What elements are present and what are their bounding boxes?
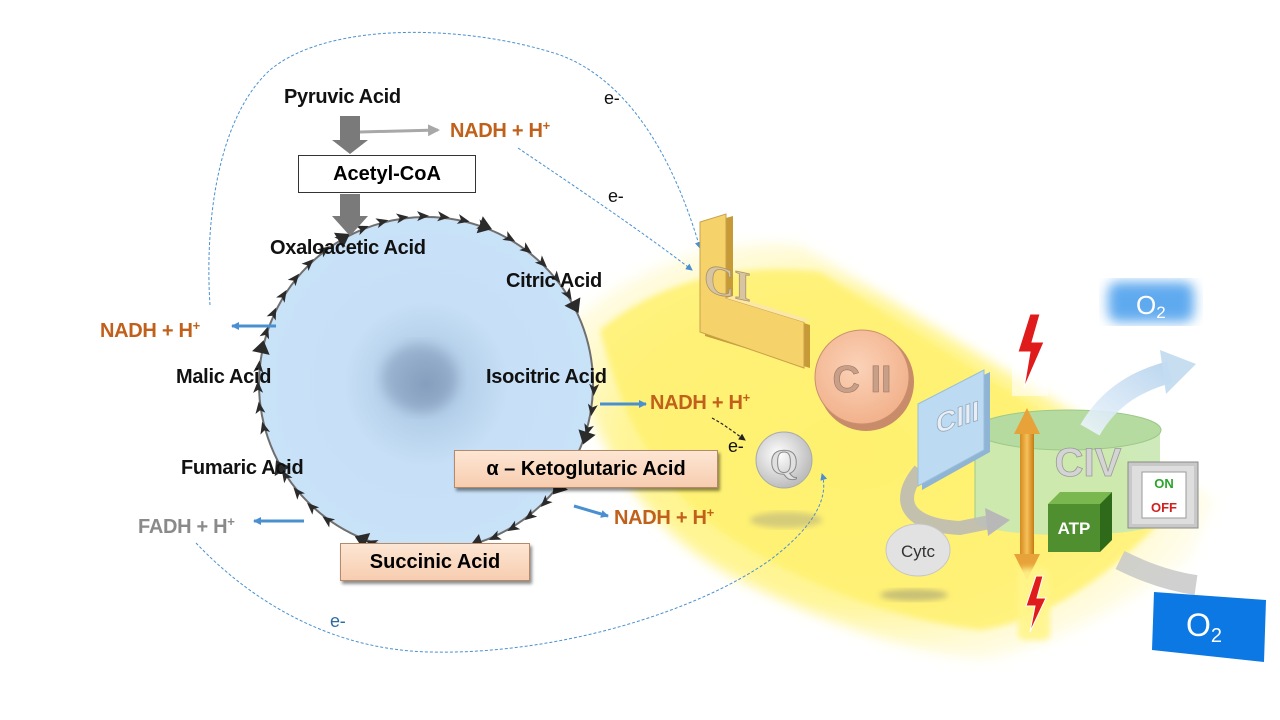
acetyl-coa-box: Acetyl-CoA [298, 155, 476, 193]
electron-label-top: e- [604, 88, 620, 108]
cycle-chevron [561, 287, 572, 301]
atp-label: ATP [1058, 519, 1091, 538]
cycle-chevron [502, 231, 516, 242]
complex-iv-label: CIV [1055, 441, 1122, 485]
cycle-chevron [534, 255, 548, 268]
electron-paths [195, 31, 828, 653]
q-label: Q [770, 442, 798, 482]
complex-ii: C II [814, 329, 914, 431]
oxygen-top: O2 [1108, 282, 1194, 322]
cycle-chevron [540, 495, 553, 508]
cycle-chevron [276, 289, 287, 303]
cycle-chevron [395, 213, 409, 224]
nadh-release-arrows [231, 322, 647, 525]
membrane-band [560, 242, 1215, 660]
cycle-chevron [322, 516, 336, 528]
cytc-label: Cytc [901, 542, 936, 561]
cycle-chevron [507, 520, 521, 532]
cycle-chevron [587, 403, 598, 417]
succinic-acid-label: Succinic Acid [369, 550, 501, 573]
complex-iii-label: CIII [936, 395, 980, 440]
cycle-chevron [253, 360, 264, 373]
oxygen-arrows [1080, 350, 1198, 595]
cycle-chevron [307, 502, 320, 515]
pyruvic-acid-label: Pyruvic Acid [284, 86, 401, 108]
complex-ii-label: C II [832, 359, 891, 401]
cycle-chevron [293, 487, 305, 500]
cycle-chevron [287, 273, 300, 287]
cycle-chevron [259, 326, 270, 340]
cycle-arrowhead [354, 532, 371, 550]
cycle-arrows [252, 211, 600, 557]
cycle-chevron [253, 380, 264, 393]
cycle-chevron [488, 530, 502, 540]
cycle-chevron [456, 214, 470, 224]
nadh-label-malate: NADH + H+ [100, 318, 200, 342]
cycle-chevron [317, 246, 330, 258]
cycle-chevron [301, 259, 314, 271]
cycle-arrowhead [578, 429, 596, 445]
cycle-chevron [519, 242, 532, 254]
cycle-chevron [548, 270, 561, 283]
complex-i: CI [699, 213, 810, 369]
cycle-arrowhead [252, 340, 270, 355]
switch-on-label: ON [1154, 476, 1174, 491]
lightning-top-icon [1012, 312, 1048, 396]
proton-double-arrow [1014, 408, 1040, 580]
oxygen-top-label: O2 [1136, 290, 1166, 322]
cycle-chevron [355, 225, 369, 236]
pyruvate-arrows [332, 116, 440, 236]
malic-acid-label: Malic Acid [176, 366, 272, 388]
fadh-label-succinate: FADH + H+ [138, 514, 235, 538]
ketoglutaric-acid-box: α – Ketoglutaric Acid [454, 450, 718, 488]
nadh-label-pyruvate: NADH + H+ [450, 118, 550, 142]
electron-label-bottom: e- [330, 611, 346, 631]
coenzyme-q: Q [750, 431, 822, 528]
acetyl-coa-label: Acetyl-CoA [333, 162, 441, 185]
cycle-chevron [260, 421, 271, 435]
cycle-chevron [281, 470, 293, 484]
complex-i-label: CI [704, 255, 751, 311]
complex-iii: CIII [917, 369, 990, 490]
cycle-arrowhead [334, 232, 350, 249]
cycle-chevron [524, 508, 538, 521]
cycle-chevron [417, 211, 430, 222]
cycle-chevron [266, 307, 277, 321]
switch-off-label: OFF [1151, 500, 1177, 515]
atp-synthase: ATP [1048, 492, 1112, 552]
oxaloacetic-acid-label: Oxaloacetic Acid [270, 237, 426, 259]
succinic-acid-box: Succinic Acid [340, 543, 530, 581]
nadh-label-ketoglutarate: NADH + H+ [614, 505, 714, 529]
lightning-bottom-icon [1018, 568, 1050, 640]
citric-acid-label: Citric Acid [506, 270, 602, 292]
cycle-chevron [375, 218, 389, 229]
electron-label-middle: e- [608, 186, 624, 206]
oxygen-bottom: O2 [1152, 592, 1266, 662]
oxygen-bottom-label: O2 [1186, 607, 1222, 647]
cycle-arrowhead [476, 216, 492, 234]
fumaric-acid-label: Fumaric Acid [181, 457, 304, 479]
on-off-switch: ON OFF [1127, 461, 1199, 529]
cycle-chevron [437, 211, 450, 222]
ketoglutaric-acid-label: α – Ketoglutaric Acid [486, 457, 686, 480]
cycle-arrowhead [274, 460, 291, 476]
cycle-arrowhead [564, 297, 581, 314]
isocitric-acid-label: Isocitric Acid [486, 366, 607, 388]
cycle-chevron [589, 383, 600, 396]
nadh-label-isocitrate: NADH + H+ [650, 390, 750, 414]
cytc-cycle-arrow: Cytc [880, 465, 1010, 601]
electron-label-q: e- [728, 436, 744, 456]
q-electron-arrow [711, 417, 746, 441]
cycle-chevron [255, 401, 266, 415]
